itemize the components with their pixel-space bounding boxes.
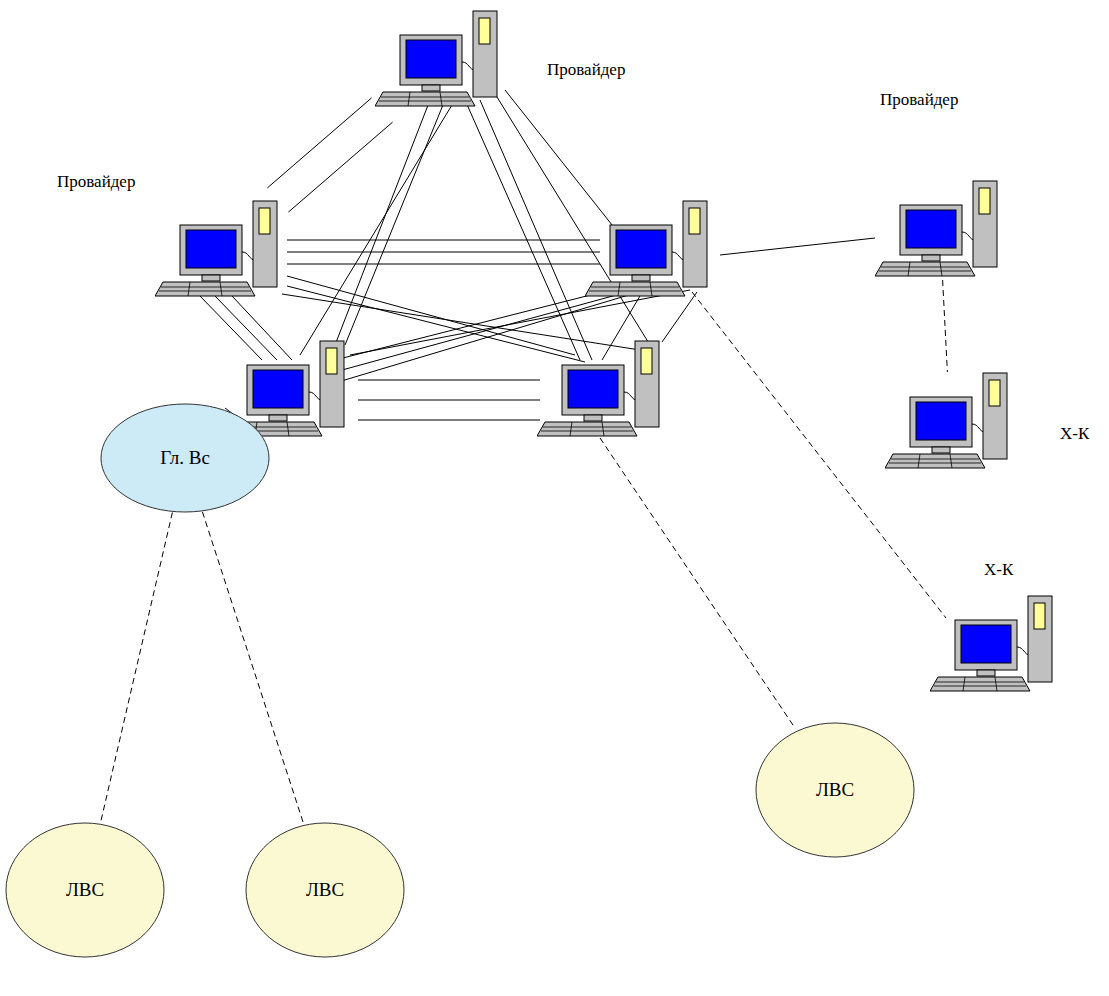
network-link bbox=[267, 98, 371, 188]
computer-label: Провайдер bbox=[878, 90, 960, 110]
computer-label: Х-К bbox=[1058, 424, 1091, 444]
ellipse-shape bbox=[6, 823, 164, 957]
network-label: ЛВС bbox=[62, 877, 108, 903]
computer-label: Провайдер bbox=[55, 172, 137, 192]
computer-node: Провайдер bbox=[875, 180, 1005, 280]
network-ellipse: Гл. Вс bbox=[100, 403, 270, 513]
network-ellipse: ЛВС bbox=[755, 722, 915, 858]
network-label: ЛВС bbox=[812, 777, 858, 803]
dashed-link bbox=[202, 512, 303, 825]
ellipse-shape bbox=[246, 823, 404, 957]
computer-node: Х-К bbox=[885, 372, 1015, 472]
ellipse-shape bbox=[101, 404, 269, 512]
dashed-link bbox=[100, 512, 172, 823]
computer-node: Х-К bbox=[930, 595, 1060, 695]
computer-node: Провайдер bbox=[375, 10, 505, 110]
computer-node: Провайдер bbox=[155, 200, 285, 300]
network-label: ЛВС bbox=[302, 877, 348, 903]
computer-label: Провайдер bbox=[545, 60, 627, 80]
dashed-link bbox=[943, 280, 948, 372]
computer-label: Х-К bbox=[982, 560, 1015, 580]
network-ellipse: ЛВС bbox=[245, 822, 405, 958]
network-label: Гл. Вс bbox=[156, 445, 214, 471]
network-ellipse: ЛВС bbox=[5, 822, 165, 958]
ellipse-shape bbox=[756, 723, 914, 857]
network-link bbox=[288, 122, 392, 212]
